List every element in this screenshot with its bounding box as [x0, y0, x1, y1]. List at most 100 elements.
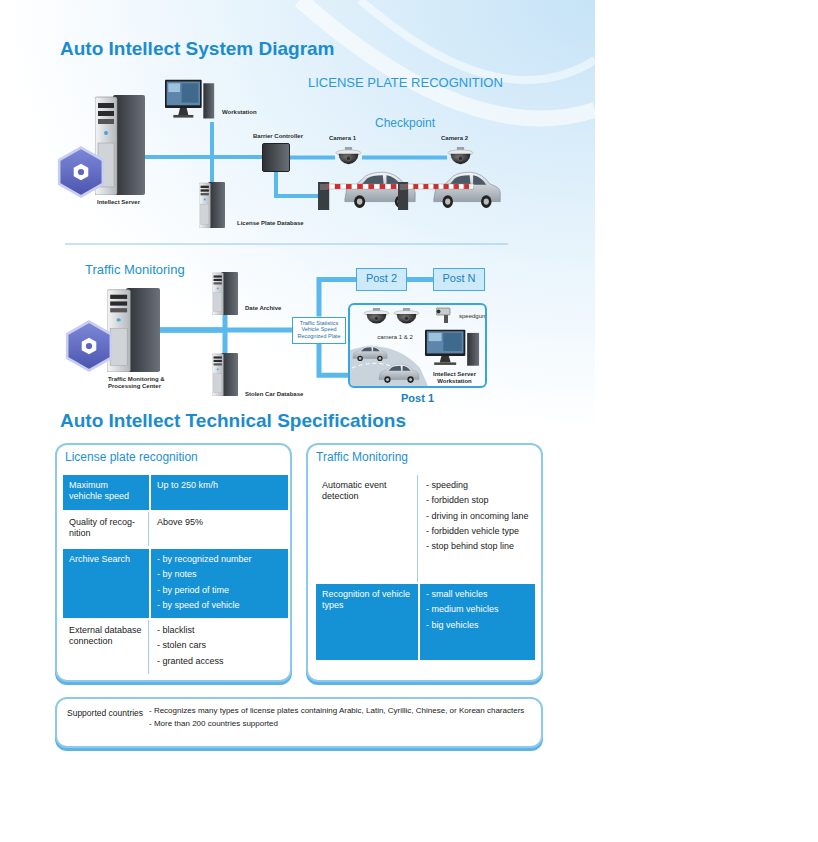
node-text: - More than 200 countries supported	[149, 719, 539, 729]
camera-icon: Camera 1	[335, 147, 362, 168]
camera-icon: Camera 2	[447, 147, 474, 168]
node-text: - forbidden vehicle type	[426, 526, 529, 537]
node-text: Automatic event detection	[322, 480, 411, 503]
logo-hexagon	[59, 148, 103, 197]
section-title: Auto Intellect Technical Specifications	[60, 410, 406, 432]
database-icon: Stolen Car Database	[212, 353, 238, 396]
panel-heading: Supported countries	[65, 704, 533, 722]
barrier-wire	[276, 172, 320, 196]
node-label: camera 1 & 2	[365, 334, 425, 341]
database-tower	[212, 353, 238, 396]
spec-cell: - small vehicles- medium vehicles- big v…	[420, 584, 535, 660]
logo-hexagon	[67, 322, 111, 371]
node-text: - small vehicles	[426, 589, 529, 600]
spec-cell: Archive Search	[63, 549, 149, 618]
barrier-controller: Barrier Controller	[262, 143, 290, 172]
connector-line	[145, 122, 212, 157]
background-swoosh	[300, 0, 595, 118]
connector-line	[290, 156, 335, 160]
spec-cell: Quality of recog- nition	[63, 512, 149, 546]
dome-camera	[336, 147, 361, 164]
node-label: Stolen Car Database	[245, 391, 303, 398]
page-title: Auto Intellect System Diagram	[60, 38, 335, 60]
dome-camera	[364, 308, 389, 324]
node-text: Recognition of vehicle types	[322, 589, 412, 612]
background-glow	[0, 0, 595, 430]
node-label: Post 1	[350, 392, 485, 405]
node-label: Camera 1	[329, 135, 356, 142]
node-text: Maximum vehichle speed	[69, 480, 143, 503]
node-label: speedgun	[459, 313, 485, 320]
background-swoosh	[360, 0, 595, 80]
node-text: - blacklist	[157, 625, 282, 636]
node-text: Quality of recog- nition	[69, 517, 142, 540]
node-label: Date Archive	[245, 305, 281, 312]
dome-camera	[448, 147, 473, 164]
node-text: - by speed of vehicle	[157, 600, 282, 611]
connector-line	[145, 157, 212, 182]
node-label: Workstation	[222, 109, 257, 116]
node-text: - stop behind stop line	[426, 541, 529, 552]
node-text: - by period of time	[157, 585, 282, 596]
section-heading: LICENSE PLATE RECOGNITION	[308, 75, 503, 90]
node-text: Archive Search	[69, 554, 143, 565]
server-icon: Traffic Monitoring & Processing Center	[107, 288, 160, 372]
node-text: Up to 250 km/h	[157, 480, 282, 491]
car	[434, 172, 501, 208]
database-tower	[212, 272, 238, 315]
countries-panel: - Recognizes many types of license plate…	[55, 697, 543, 748]
node-label: Barrier Controller	[253, 133, 303, 140]
workstation-monitor	[165, 80, 214, 119]
node-text: - Recognizes many types of license plate…	[149, 706, 539, 716]
node-label: Intellect Server Workstation	[422, 371, 487, 385]
workstation-icon: Workstation	[165, 78, 215, 122]
section-heading: Checkpoint	[375, 116, 435, 130]
node-text: Post 2	[357, 269, 406, 288]
spec-cell: - by recognized number- by notes- by per…	[151, 549, 288, 618]
spec-cell: External database connection	[63, 620, 149, 674]
connector-line	[160, 330, 225, 353]
node-label: Intellect Server	[97, 199, 140, 206]
connector-line	[319, 280, 356, 317]
database-tower	[199, 182, 225, 228]
info-box: Traffic Statistics Vehicle Speed Recogni…	[292, 317, 346, 344]
node-text: - medium vehicles	[426, 604, 529, 615]
dome-camera	[394, 308, 419, 324]
spec-cell: Recognition of vehicle types	[316, 584, 418, 660]
barrier-gate	[318, 182, 402, 210]
node-text: Above 95%	[157, 517, 282, 528]
countries-list: - Recognizes many types of license plate…	[149, 706, 539, 740]
connector-line	[407, 277, 433, 282]
separator-line	[65, 244, 508, 245]
panel-heading: Traffic Monitoring	[316, 450, 533, 464]
speed-gun	[436, 308, 450, 323]
node-text: - driving in oncoming lane	[426, 511, 529, 522]
spec-cell: Automatic event detection	[316, 475, 418, 582]
section-heading: Traffic Monitoring	[85, 262, 185, 277]
post-box: Post 2	[356, 268, 407, 291]
node-text: - stolen cars	[157, 640, 282, 651]
node-text: External database connection	[69, 625, 142, 648]
spec-cell: Above 95%	[151, 512, 288, 546]
node-text: - forbidden stop	[426, 495, 529, 506]
connector-line	[362, 156, 447, 160]
post-region: camera 1 & 2 speedgunIntellect Server Wor…	[348, 303, 487, 388]
car	[353, 346, 387, 361]
node-text: - by notes	[157, 569, 282, 580]
node-text: - granted access	[157, 656, 282, 667]
workstation-monitor	[425, 330, 479, 366]
connector-line	[160, 328, 292, 333]
spec-cell: Maximum vehichle speed	[63, 475, 149, 510]
database-icon: Date Archive	[212, 272, 238, 315]
connector-line	[145, 155, 262, 159]
node-label: Traffic Monitoring & Processing Center	[108, 376, 172, 390]
server-tower	[107, 288, 160, 372]
node-label: License Plate Database	[237, 220, 304, 227]
speedgun-icon: speedgun	[438, 308, 458, 326]
workstation-icon: Intellect Server Workstation	[427, 330, 482, 371]
camera-pair: camera 1 & 2	[365, 308, 425, 332]
spec-panel: Automatic event detection- speeding- for…	[306, 443, 543, 682]
server-icon: Intellect Server	[95, 95, 145, 195]
spec-cell: - blacklist - stolen cars - granted access	[151, 620, 288, 674]
spec-cell: Up to 250 km/h	[151, 475, 288, 510]
